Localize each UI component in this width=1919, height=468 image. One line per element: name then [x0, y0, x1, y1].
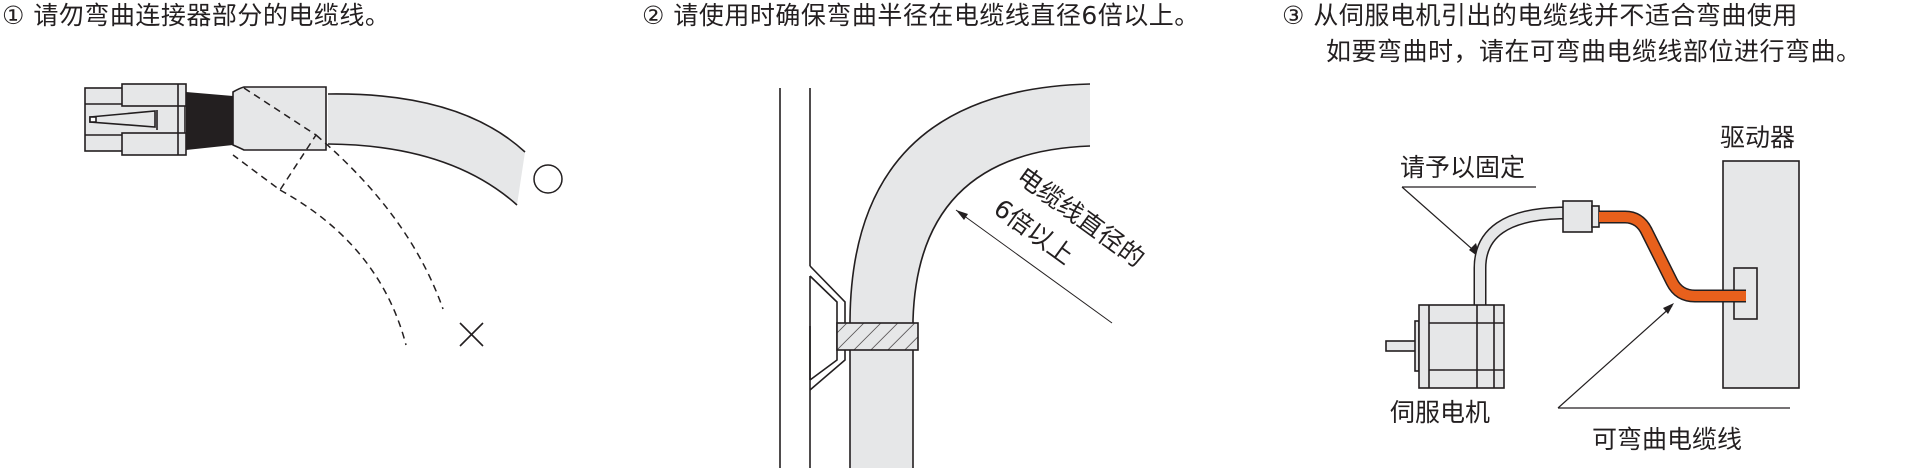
servo-motor	[1385, 304, 1505, 389]
motor-label: 伺服电机	[1390, 398, 1490, 427]
bend-radius-diagram: 电缆线直径的 6倍以上	[779, 83, 1150, 468]
arrow-head-icon	[956, 210, 968, 220]
connector-bend-diagram	[84, 83, 563, 347]
fix-label: 请予以固定	[1400, 153, 1525, 182]
cable-clamp	[836, 322, 919, 351]
mounting-rail	[779, 88, 846, 468]
ok-circle-icon	[533, 164, 563, 194]
flex-leader-line	[1557, 305, 1673, 409]
arrow-head-icon	[1663, 303, 1674, 314]
driver-label: 驱动器	[1720, 123, 1795, 152]
connector-boot	[232, 86, 327, 151]
fix-leader-line	[1401, 186, 1481, 257]
caption-panel-1: ① 请勿弯曲连接器部分的电缆线。	[2, 1, 391, 30]
flex-cable-label: 可弯曲电缆线	[1592, 425, 1742, 454]
caption-panel-3-line-1: ③ 从伺服电机引出的电缆线并不适合弯曲使用	[1282, 1, 1798, 30]
caption-panel-3-line-2: 如要弯曲时，请在可弯曲电缆线部位进行弯曲。	[1326, 37, 1862, 66]
caption-panel-2: ② 请使用时确保弯曲半径在电缆线直径6倍以上。	[642, 1, 1200, 30]
relay-connector	[1562, 200, 1593, 233]
strain-relief	[186, 92, 233, 150]
servo-wiring-diagram: 请予以固定 驱动器 伺服电机 可弯曲电缆线	[1385, 123, 1800, 454]
radius-leader-line	[955, 209, 1113, 324]
ng-cross-icon	[459, 322, 484, 347]
